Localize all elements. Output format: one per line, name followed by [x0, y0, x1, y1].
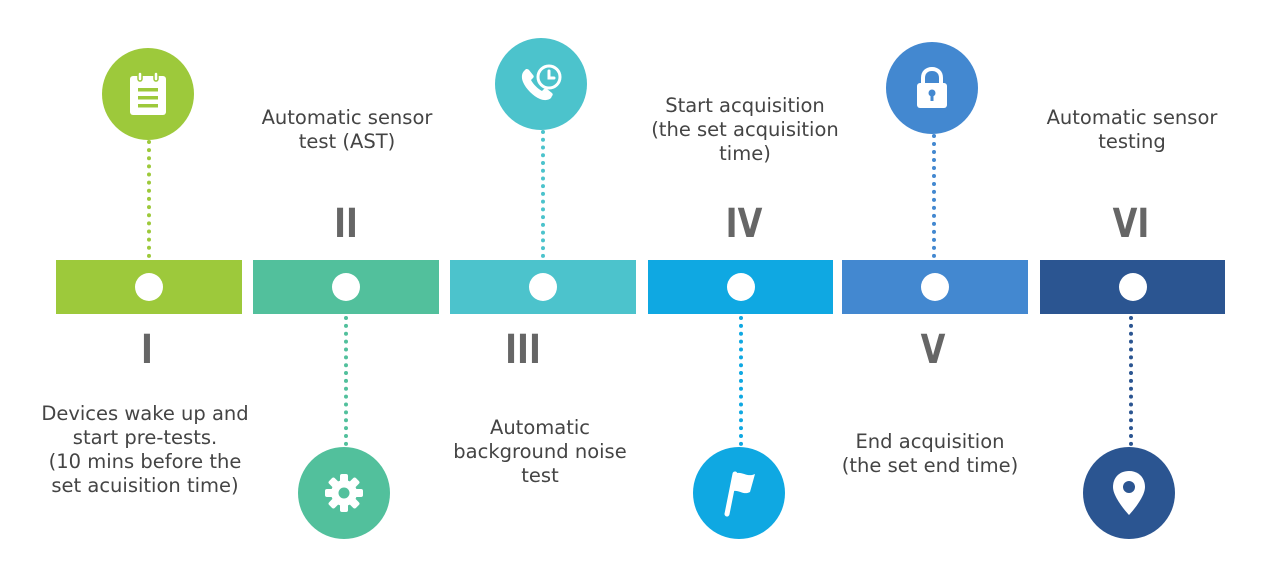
clipboard-icon	[130, 71, 166, 115]
location-pin-icon	[1113, 471, 1145, 515]
stage-2-description: Automatic sensor test (AST)	[261, 106, 433, 153]
stage-4-icon-circle	[693, 447, 785, 539]
stage-5-description: End acquisition (the set end time)	[841, 430, 1019, 477]
timeline-node	[726, 273, 755, 301]
stage-5-numeral: V	[920, 327, 946, 373]
stage-4-description: Start acquisition (the set acquisition t…	[651, 94, 839, 165]
stage-4-numeral: IV	[725, 201, 763, 247]
stage-3-numeral: III	[505, 327, 541, 373]
stage-6-icon-circle	[1083, 447, 1175, 539]
timeline-node	[921, 273, 949, 301]
timeline-segment-5	[842, 260, 1028, 314]
stage-2-icon-circle	[298, 447, 390, 539]
timeline-node	[332, 273, 360, 301]
timeline-segment-3	[450, 260, 636, 314]
timeline-segment-4	[648, 260, 833, 314]
timeline-node	[529, 273, 557, 301]
stage-1-numeral: I	[141, 327, 153, 373]
stage-2-numeral: II	[334, 201, 358, 247]
timeline-node	[1118, 273, 1147, 301]
stage-1-icon-circle	[102, 48, 194, 140]
stage-1-description: Devices wake up and start pre-tests. (10…	[41, 402, 249, 497]
flag-icon	[724, 471, 755, 517]
timeline-segment-1	[56, 260, 242, 314]
phone-clock-icon	[521, 64, 562, 101]
connector-4	[739, 316, 743, 446]
stage-3-description: Automatic background noise test	[453, 416, 627, 487]
connector-3	[541, 130, 545, 258]
stage-3-icon-circle	[495, 38, 587, 130]
connector-5	[932, 134, 936, 258]
connector-1	[147, 140, 151, 258]
connector-6	[1129, 316, 1133, 446]
timeline-segment-2	[253, 260, 439, 314]
stage-6-description: Automatic sensor testing	[1046, 106, 1218, 153]
timeline-node	[135, 273, 163, 301]
stage-5-icon-circle	[886, 42, 978, 134]
connector-2	[344, 316, 348, 446]
stage-6-numeral: VI	[1112, 201, 1150, 247]
lock-icon	[917, 66, 947, 108]
timeline-segment-6	[1040, 260, 1225, 314]
gear-icon	[325, 474, 363, 512]
